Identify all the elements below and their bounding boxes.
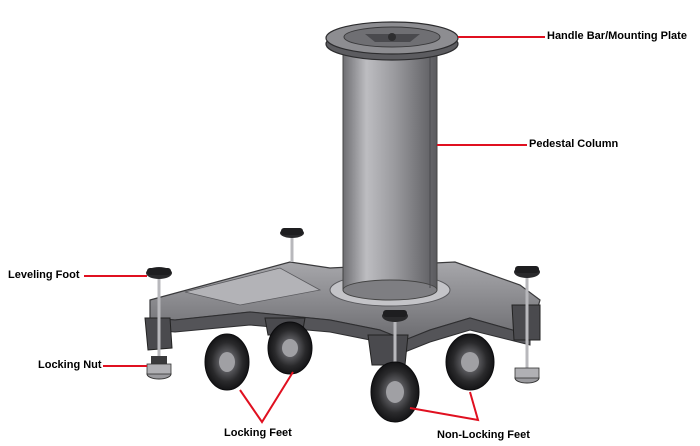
leader-non-locking-feet bbox=[409, 391, 480, 422]
label-locking-nut: Locking Nut bbox=[38, 359, 102, 371]
label-locking-feet: Locking Feet bbox=[224, 427, 292, 439]
label-non-locking-feet: Non-Locking Feet bbox=[437, 429, 530, 441]
leader-locking-feet bbox=[239, 371, 294, 424]
caster-wheels bbox=[204, 321, 495, 423]
leveling-feet bbox=[146, 228, 540, 400]
leader-lines bbox=[84, 36, 545, 424]
pedestal-column bbox=[342, 39, 438, 301]
label-pedestal-column: Pedestal Column bbox=[529, 138, 619, 150]
handle-mounting-plate bbox=[325, 21, 459, 61]
label-leveling-foot: Leveling Foot bbox=[8, 269, 80, 281]
label-handle-mounting-plate: Handle Bar/Mounting Plate bbox=[547, 30, 687, 42]
